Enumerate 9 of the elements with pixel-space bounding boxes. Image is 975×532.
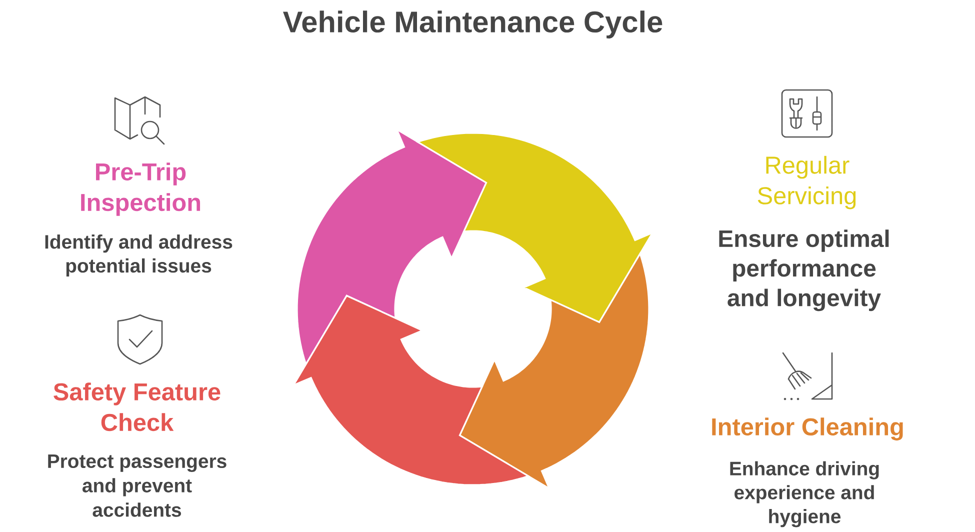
step-title: Regular Servicing (758, 156, 856, 210)
step-description: Protect passengers and prevent accidents (48, 454, 226, 517)
step-title: Pre-Trip Inspection (81, 162, 200, 216)
step-description: Identify and address potential issues (45, 234, 232, 276)
step-title: Safety Feature Check (54, 382, 220, 432)
step-description: Ensure optimal performance and longevity (719, 230, 889, 312)
title: Vehicle Maintenance Cycle (283, 10, 662, 38)
step-title: Interior Cleaning (712, 418, 903, 440)
step-description: Enhance driving experience and hygiene (730, 461, 879, 528)
